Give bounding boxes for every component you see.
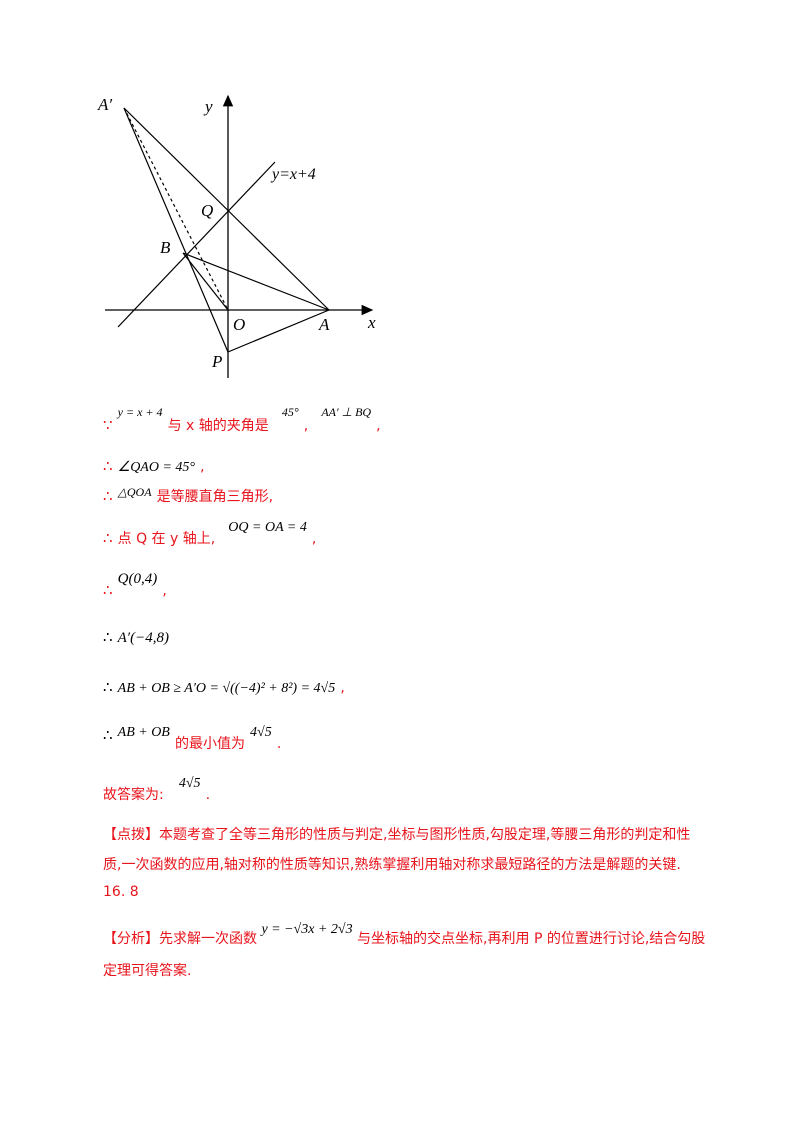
minimum-value: 4√5 <box>250 725 272 740</box>
punctuation: , <box>162 583 167 599</box>
segment-a-prime-o-dashed <box>123 107 229 311</box>
linear-function-formula: y = −√3x + 2√3 <box>261 922 353 937</box>
point-a-prime-coordinates: A′(−4,8) <box>117 630 169 646</box>
line-y-eq-x-plus-4 <box>117 161 276 328</box>
question-index: 16. <box>103 884 126 900</box>
label-b: B <box>160 238 171 257</box>
step-text: 是等腰直角三角形, <box>156 489 274 505</box>
step-text: 点 Q 在 y 轴上, <box>117 531 216 547</box>
step-8: ∴ AB + OB 的最小值为 4√5 . <box>103 725 281 752</box>
therefore-symbol: ∴ <box>103 726 113 744</box>
comment-tag: 【点拨】 <box>103 827 159 843</box>
label-y-axis: y <box>203 97 213 116</box>
comment-paragraph: 【点拨】本题考查了全等三角形的性质与判定,坐标与图形性质,勾股定理,等腰三角形的… <box>103 820 690 880</box>
step-1: ∵ y = x + 4 与 x 轴的夹角是 45° , AA′ ⊥ BQ , <box>103 403 381 434</box>
angle-equation: ∠QAO = 45° <box>117 460 196 475</box>
punctuation: . <box>276 736 282 752</box>
label-x-axis: x <box>367 313 376 332</box>
therefore-symbol: ∴ <box>103 628 113 646</box>
step-3: ∴ △QOA 是等腰直角三角形, <box>103 485 274 506</box>
punctuation: , <box>340 680 345 696</box>
sum-expression: AB + OB <box>117 725 170 740</box>
segment-p-a <box>227 309 330 353</box>
analysis-tag: 【分析】 <box>103 931 159 947</box>
step-2: ∴ ∠QAO = 45° , <box>103 456 205 476</box>
step-6: ∴ A′(−4,8) <box>103 627 169 647</box>
minimum-distance-inequality: AB + OB ≥ A′O = √((−4)² + 8²) = 4√5 <box>117 681 336 696</box>
question-number: 16. 8 <box>103 884 139 900</box>
therefore-because-symbol: ∵ <box>103 416 113 434</box>
comment-line-2: 质,一次函数的应用,轴对称的性质等知识,熟练掌握利用轴对称求最短路径的方法是解题… <box>103 850 690 880</box>
comment-text-1: 本题考查了全等三角形的性质与判定,坐标与图形性质,勾股定理,等腰三角形的判定和性 <box>159 827 691 843</box>
equation: y = x + 4 <box>117 405 163 419</box>
step-text: 的最小值为 <box>174 736 245 752</box>
answer-label: 故答案为: <box>103 787 164 803</box>
label-o: O <box>233 315 245 334</box>
step-text: 与 x 轴的夹角是 <box>167 418 269 434</box>
label-p: P <box>211 352 222 371</box>
analysis-text-post: 与坐标轴的交点坐标,再利用 P 的位置进行讨论,结合勾股 <box>357 931 706 947</box>
point-q-coordinates: Q(0,4) <box>117 571 158 587</box>
triangle-name: △QOA <box>117 485 152 499</box>
analysis-paragraph: 【分析】先求解一次函数 y = −√3x + 2√3 与坐标轴的交点坐标,再利用… <box>103 918 705 980</box>
therefore-symbol: ∴ <box>103 529 113 547</box>
step-5: ∴ Q(0,4) , <box>103 568 167 599</box>
segment-a-prime-a <box>123 107 330 311</box>
therefore-symbol: ∴ <box>103 487 113 505</box>
question-answer: 8 <box>129 884 139 900</box>
punctuation: . <box>205 787 211 803</box>
perpendicular-relation: AA′ ⊥ BQ <box>321 405 372 419</box>
label-line-equation: y=x+4 <box>270 166 316 183</box>
analysis-line-2: 定理可得答案. <box>103 960 705 980</box>
answer-value: 4√5 <box>178 776 201 791</box>
analysis-text-2: 定理可得答案. <box>103 963 192 979</box>
punctuation: , <box>200 459 205 475</box>
punctuation: , <box>376 418 381 434</box>
angle-value: 45° <box>281 405 299 419</box>
final-answer-line: 故答案为: 4√5 . <box>103 772 210 803</box>
length-equation: OQ = OA = 4 <box>228 520 307 535</box>
geometry-figure: A′ y y=x+4 Q B O A x P <box>97 94 376 378</box>
comment-text-2: 质,一次函数的应用,轴对称的性质等知识,熟练掌握利用轴对称求最短路径的方法是解题… <box>103 857 681 873</box>
label-a: A <box>318 315 330 334</box>
step-7: ∴ AB + OB ≥ A′O = √((−4)² + 8²) = 4√5 , <box>103 677 345 697</box>
label-q: Q <box>201 201 213 220</box>
analysis-text-pre: 先求解一次函数 <box>159 931 257 947</box>
comment-line-1: 【点拨】本题考查了全等三角形的性质与判定,坐标与图形性质,勾股定理,等腰三角形的… <box>103 820 690 850</box>
segment-b-o <box>182 252 229 311</box>
label-a-prime: A′ <box>97 95 112 114</box>
therefore-symbol: ∴ <box>103 678 113 696</box>
segment-a-prime-p <box>123 107 229 353</box>
analysis-line-1: 【分析】先求解一次函数 y = −√3x + 2√3 与坐标轴的交点坐标,再利用… <box>103 918 705 947</box>
punctuation: , <box>311 531 317 547</box>
segment-b-a <box>182 252 330 311</box>
step-4: ∴ 点 Q 在 y 轴上, OQ = OA = 4 , <box>103 516 316 547</box>
therefore-symbol: ∴ <box>103 457 113 475</box>
separator: , <box>303 418 309 434</box>
therefore-symbol: ∴ <box>103 581 113 599</box>
